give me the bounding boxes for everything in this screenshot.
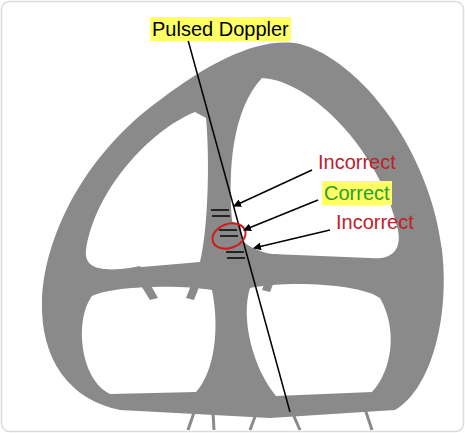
right-ventricle [86,112,208,269]
probe-label: Pulsed Doppler [150,17,291,41]
right-atrium [82,287,216,394]
highlight-circle [209,219,249,253]
vessels [188,394,372,430]
incorrect-label: Incorrect [316,150,398,174]
correct-label: Correct [322,181,392,205]
mitral-leaflet [262,254,284,292]
left-atrium [247,284,391,396]
heart-wall [42,43,444,418]
leader-arrows [234,170,330,248]
incorrect-label: Incorrect [334,210,416,234]
sample-gates [211,210,245,258]
doppler-cursor [188,40,290,412]
tricuspid-leaflet [186,262,208,300]
tricuspid-leaflet [130,266,158,300]
